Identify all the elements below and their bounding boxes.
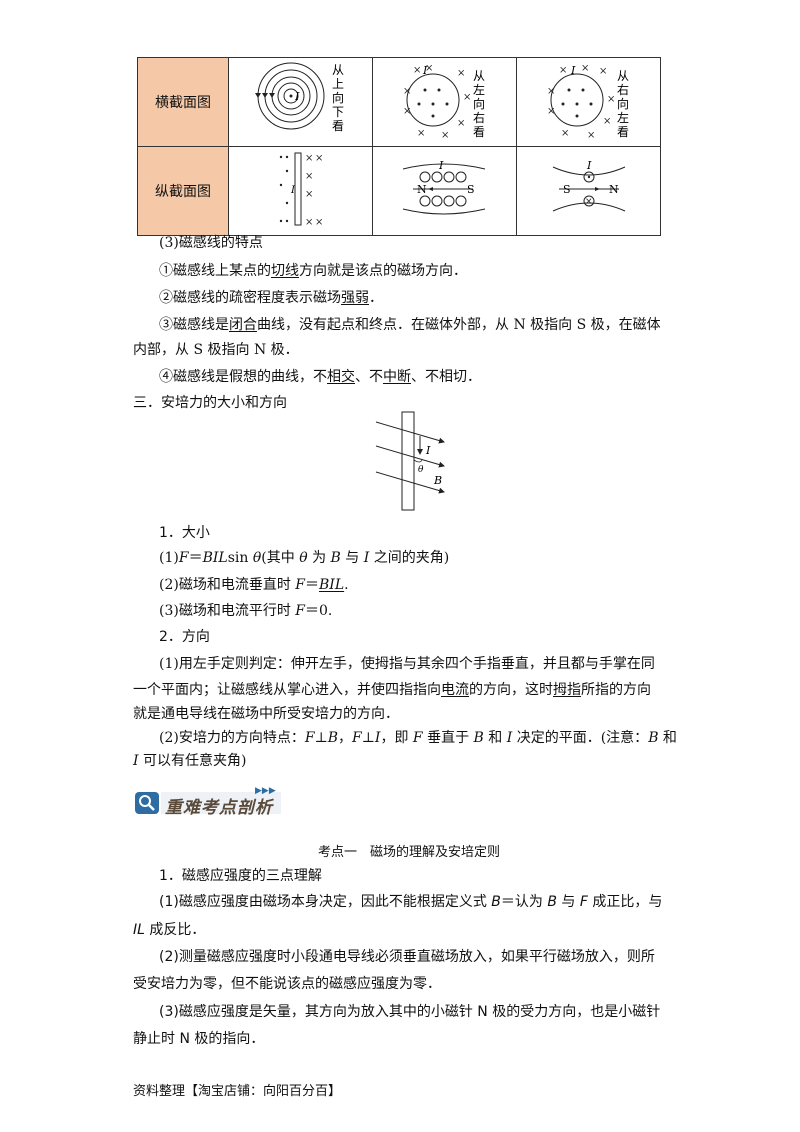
fig-loop-cross-left: ××× ××× ××× I 从左向右看 [372, 57, 517, 147]
magnitude-line-1: (1)F＝BILsin θ(其中 θ 为 B 与 I 之间的夹角) [159, 550, 450, 566]
feature-item-3: ③磁感线是闭合曲线，没有起点和终点．在磁体外部，从 N 极指向 S 极，在磁体 [159, 317, 661, 333]
svg-text:×: × [603, 116, 611, 127]
feature-item-1: ①磁感线上某点的切线方向就是该点的磁场方向． [159, 263, 467, 279]
svg-text:×: × [587, 130, 595, 141]
kaodian-s2-line1: (2)测量磁感应强度时小段通电导线必须垂直磁场放入，如果平行磁场放入，则所 [159, 949, 655, 965]
ampere-field-label: B [433, 474, 442, 487]
feature-item-3-cont: 内部，从 S 极指向 N 极． [133, 342, 299, 358]
kaodian-s3-line2: 静止时 N 极的指向． [133, 1031, 265, 1047]
svg-text:I: I [290, 185, 296, 196]
svg-text:×: × [547, 86, 555, 97]
kaodian-s1-line1: (1)磁感应强度由磁场本身决定，因此不能根据定义式 B＝认为 B 与 F 成正比… [159, 894, 663, 910]
direction-p1-line1: (1)用左手定则判定：伸开左手，使拇指与其余四个手指垂直，并且都与手掌在同 [159, 656, 655, 672]
svg-text:×: × [599, 66, 607, 77]
view-label-left-right: 从左向右看 [473, 69, 485, 139]
svg-text:N: N [609, 183, 619, 196]
svg-text:I: I [586, 159, 592, 172]
svg-text:×: × [425, 63, 433, 74]
direction-title: 2．方向 [159, 629, 210, 645]
direction-p1-line3: 就是通电导线在磁场中所受安培力的方向． [133, 706, 399, 722]
fig-solenoid-left: N S I [372, 146, 517, 236]
fig-solenoid-right: × S N I [516, 146, 661, 236]
direction-p2-line1: (2)安培力的方向特点：F⊥B，F⊥I，即 F 垂直于 B 和 I 决定的平面．… [159, 730, 677, 746]
svg-text:×: × [403, 86, 411, 97]
svg-text:×: × [305, 171, 313, 182]
row-label-longitudinal: 纵截面图 [137, 146, 229, 236]
svg-text:N: N [417, 183, 427, 196]
features-title: (3)磁感线的特点 [159, 235, 263, 251]
fig-current-label: I [294, 90, 300, 103]
svg-text:×: × [457, 118, 465, 129]
ampere-angle-label: θ [418, 465, 424, 475]
magnifier-icon [135, 792, 159, 814]
ampere-force-figure: I θ B [375, 411, 445, 511]
svg-text:×: × [305, 189, 313, 200]
svg-text:×: × [547, 106, 555, 117]
kaodian-s1-line2: IL 成反比． [133, 922, 206, 938]
svg-text:×: × [559, 65, 567, 76]
svg-text:×: × [607, 94, 615, 105]
section-banner: ▶▶▶ 重难考点剖析 [135, 786, 285, 818]
fig-straight-wire-cross: I 从上向下看 [228, 57, 373, 147]
feature-item-4: ④磁感线是假想的曲线，不相交、不中断、不相切． [159, 369, 481, 385]
svg-text:×: × [463, 92, 471, 103]
svg-text:×: × [413, 65, 421, 76]
svg-text:I: I [438, 159, 444, 172]
magnitude-line-3: (3)磁场和电流平行时 F＝0. [159, 603, 333, 619]
section3-title: 三．安培力的大小和方向 [133, 395, 287, 411]
kaodian-s3-line1: (3)磁感应强度是矢量，其方向为放入其中的小磁针 N 极的受力方向，也是小磁针 [159, 1004, 661, 1020]
field-lines-table: 横截面图 I 从上向下看 ××× [137, 57, 661, 236]
svg-text:I: I [570, 64, 576, 77]
svg-text:×: × [417, 128, 425, 139]
svg-text:×: × [403, 106, 411, 117]
svg-text:×: × [315, 217, 323, 228]
fig-loop-cross-right: × × × × × × × × × I 从右向左看 [516, 57, 661, 147]
svg-text:×: × [315, 153, 323, 164]
magnitude-title: 1．大小 [159, 525, 210, 541]
view-label-right-left: 从右向左看 [617, 69, 629, 139]
direction-p1-line2: 一个平面内；让磁感线从掌心进入，并使四指指向电流的方向，这时拇指所指的方向 [133, 682, 651, 698]
fig-straight-wire-long: ×× ×× ×× I [228, 146, 373, 236]
svg-text:×: × [305, 153, 313, 164]
svg-text:I: I [422, 64, 428, 77]
banner-arrows-icon: ▶▶▶ [255, 786, 276, 796]
kaodian-s2-line2: 受安培力为零，但不能说该点的磁感应强度为零． [133, 976, 441, 992]
kaodian-sub-1: 1．磁感应强度的三点理解 [159, 868, 322, 884]
svg-text:×: × [585, 197, 593, 207]
footer-text: 资料整理【淘宝店铺：向阳百分百】 [133, 1084, 342, 1099]
svg-text:×: × [441, 130, 449, 141]
ampere-current-label: I [425, 444, 431, 457]
svg-text:S: S [563, 183, 571, 196]
svg-text:×: × [457, 68, 465, 79]
view-label-top-down: 从上向下看 [332, 63, 344, 133]
direction-p2-line2: I 可以有任意夹角) [133, 753, 247, 769]
magnitude-line-2: (2)磁场和电流垂直时 F＝BIL. [159, 577, 349, 593]
svg-text:S: S [467, 183, 475, 196]
row-label-cross-section: 横截面图 [137, 57, 229, 147]
banner-title: 重难考点剖析 [165, 798, 273, 818]
svg-text:×: × [581, 63, 589, 74]
svg-text:×: × [305, 217, 313, 228]
feature-item-2: ②磁感线的疏密程度表示磁场强弱． [159, 290, 383, 306]
kaodian-title: 考点一 磁场的理解及安培定则 [318, 845, 501, 860]
svg-text:×: × [561, 128, 569, 139]
